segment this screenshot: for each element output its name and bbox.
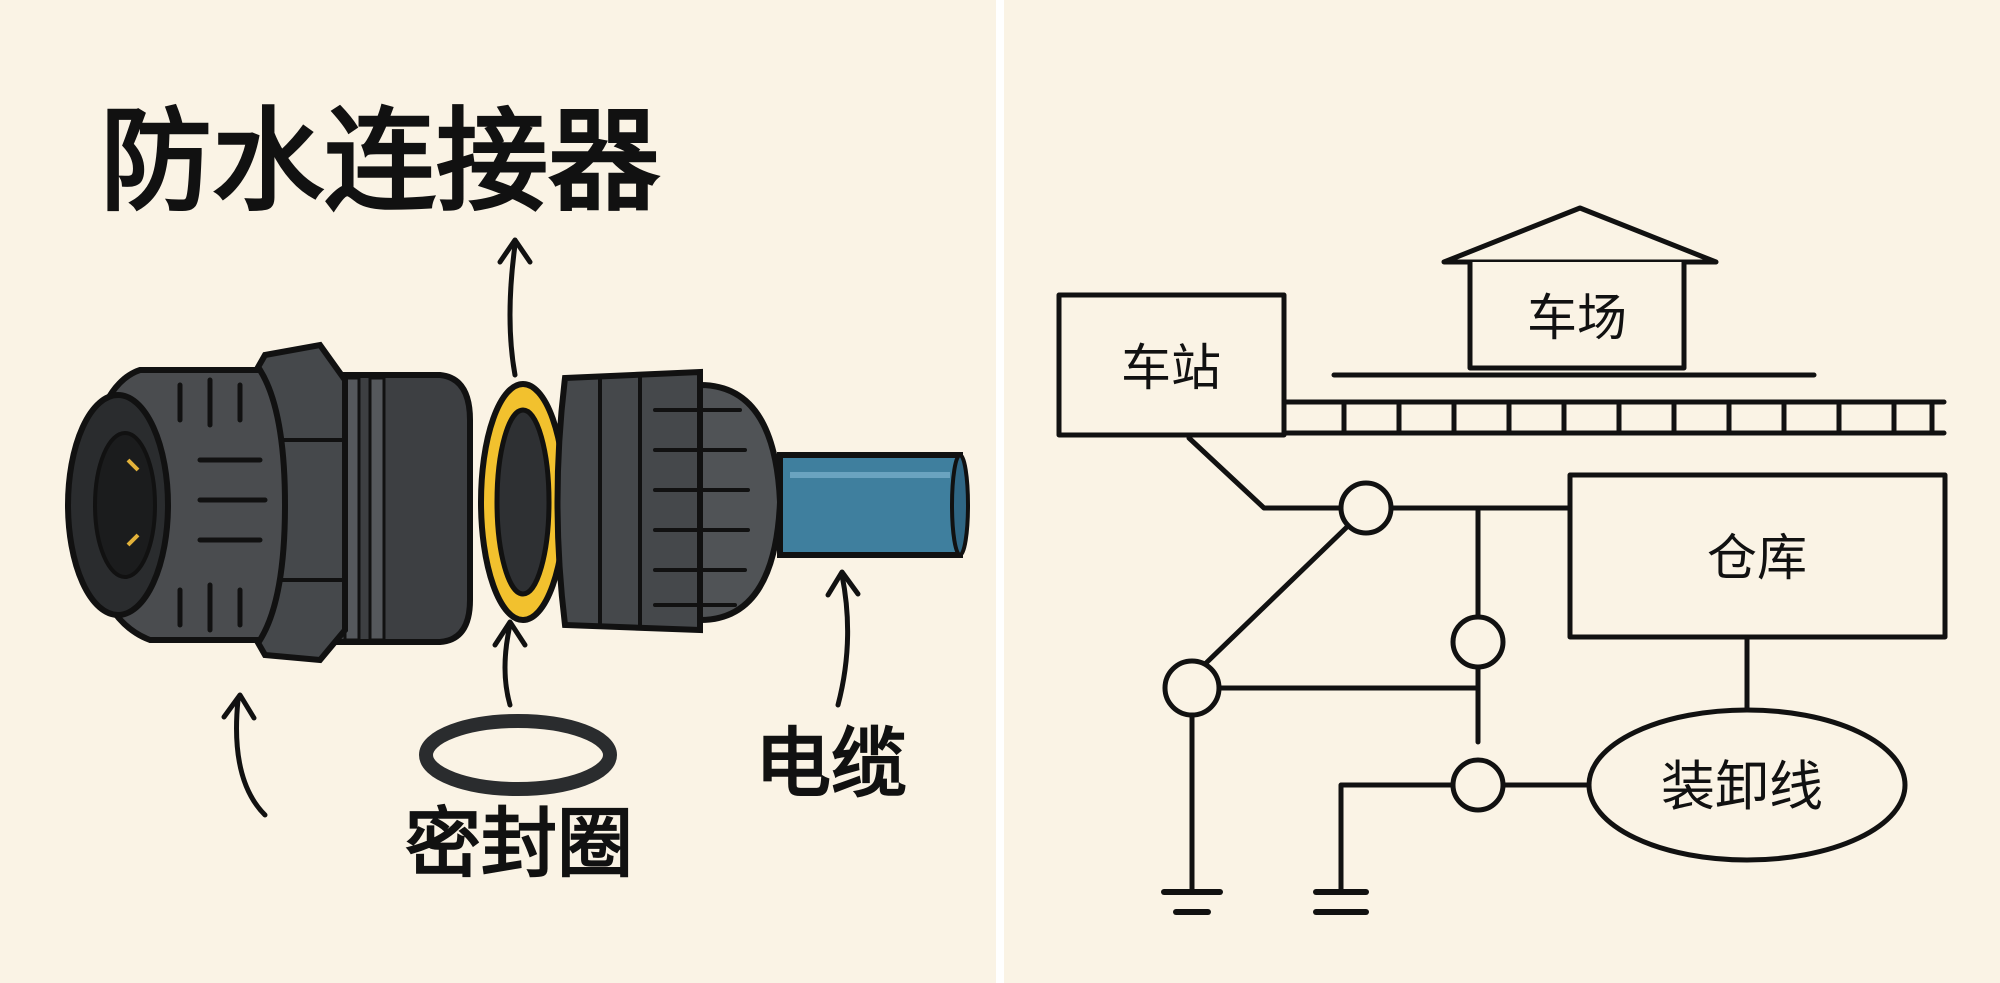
loading-line-label: 装卸线 [1661, 755, 1823, 818]
connector-illustration: 防水连接器 [65, 97, 970, 888]
node-bottom [1450, 757, 1506, 813]
connector-panel: 防水连接器 [0, 0, 996, 983]
yard-house [1467, 259, 1687, 371]
yard-label: 车场 [1527, 289, 1627, 347]
rail-schematic: 车站 车场 仓库 装卸线 [1056, 205, 1948, 915]
node-middle [1450, 614, 1506, 670]
station-box [1056, 292, 1287, 438]
gland-nut [554, 368, 784, 634]
arrow-up-icon [497, 237, 533, 378]
track-sleepers [1341, 399, 1935, 436]
rail-schematic-panel: 车站 车场 仓库 装卸线 [1004, 0, 2000, 983]
arrow-body-icon [221, 692, 268, 818]
station-link [1186, 435, 1345, 511]
diagonal-link [1201, 522, 1352, 668]
node-top [1338, 480, 1394, 536]
cable [777, 452, 970, 558]
mid-ground-wire [1338, 782, 1457, 893]
seal-ring [478, 381, 568, 623]
connector-main-body [65, 341, 473, 664]
yard-roof [1441, 205, 1719, 265]
seal-label: 密封圈 [405, 799, 633, 888]
station-label: 车站 [1121, 339, 1221, 397]
arrow-cable-icon [825, 569, 861, 708]
warehouse-box [1567, 472, 1948, 640]
ground-icon-left [1161, 889, 1223, 915]
node-left [1162, 658, 1222, 718]
cable-label: 电缆 [755, 719, 907, 808]
o-ring-icon [419, 714, 617, 796]
connector-title: 防水连接器 [100, 97, 661, 227]
arrow-seal-icon [492, 619, 528, 708]
warehouse-label: 仓库 [1707, 529, 1807, 587]
ground-icon-middle [1313, 889, 1369, 915]
